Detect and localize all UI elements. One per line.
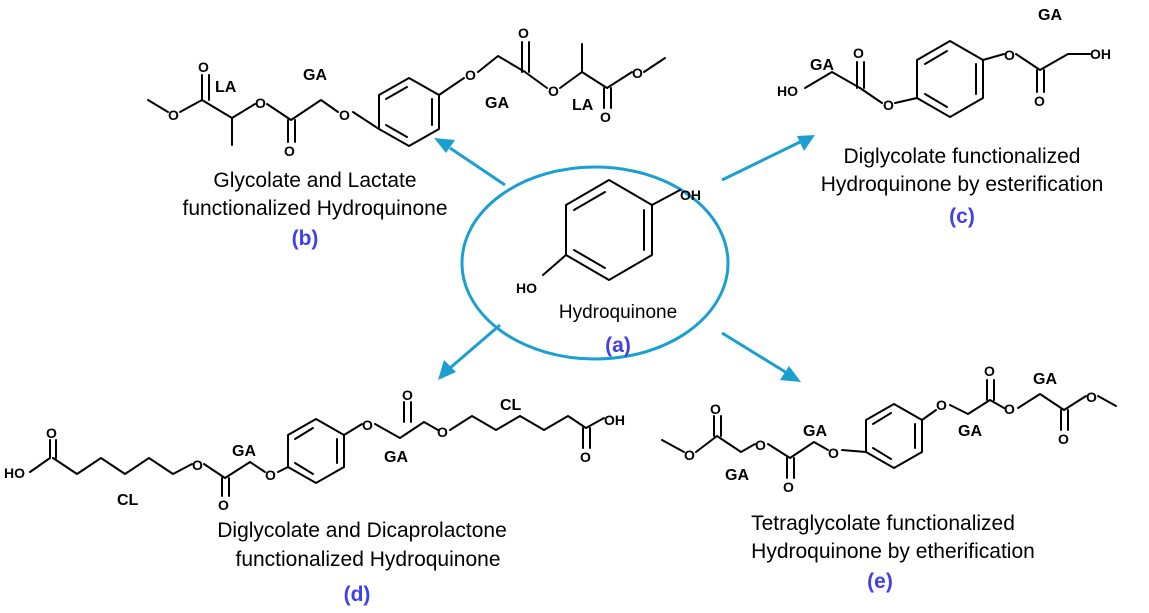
atom-oxygen: O xyxy=(1086,389,1097,405)
atom-oxygen: O xyxy=(580,449,591,465)
hub-name: Hydroquinone xyxy=(559,302,677,323)
atom-oxygen: O xyxy=(755,437,766,453)
hydroxyl-label: OH xyxy=(604,412,625,428)
letter-e: (e) xyxy=(867,570,893,593)
atom-oxygen: O xyxy=(936,397,947,413)
atom-oxygen: O xyxy=(265,467,276,483)
caption-b-line2: functionalized Hydroquinone xyxy=(182,197,447,220)
tag-la: LA xyxy=(215,79,237,96)
atom-oxygen: O xyxy=(465,67,476,83)
tag-ga: GA xyxy=(384,449,408,466)
hydroxyl-label: HO xyxy=(777,83,798,99)
atom-oxygen: O xyxy=(1004,401,1015,417)
atom-oxygen: O xyxy=(828,445,839,461)
atom-oxygen: O xyxy=(783,479,794,495)
atom-oxygen: O xyxy=(198,59,209,75)
atom-oxygen: O xyxy=(168,107,179,123)
caption-d-line2: functionalized Hydroquinone xyxy=(235,548,500,571)
atom-oxygen: O xyxy=(402,387,413,403)
atom-oxygen: O xyxy=(192,457,203,473)
caption-c-line1: Diglycolate functionalized xyxy=(844,145,1081,168)
atom-oxygen: O xyxy=(684,447,695,463)
atom-oxygen: O xyxy=(1058,431,1069,447)
structure-e: O O O O O O O O O O GA GA GA GA Tetragly… xyxy=(661,363,1117,593)
atom-oxygen: O xyxy=(218,497,229,513)
hydroquinone-ring xyxy=(565,179,653,281)
atom-oxygen: O xyxy=(710,401,721,417)
tag-la: LA xyxy=(572,97,594,114)
atom-oxygen: O xyxy=(518,25,529,41)
tag-ga: GA xyxy=(803,423,827,440)
hub-letter: (a) xyxy=(605,334,631,357)
atom-oxygen: O xyxy=(632,65,643,81)
benzene-ring xyxy=(378,77,440,147)
atom-oxygen: O xyxy=(362,417,373,433)
benzene-ring xyxy=(287,418,345,484)
caption-d-line1: Diglycolate and Dicaprolactone xyxy=(217,519,507,542)
tag-ga: GA xyxy=(1033,371,1057,388)
tag-ga: GA xyxy=(1038,7,1062,24)
atom-oxygen: O xyxy=(600,109,611,125)
tag-ga: GA xyxy=(725,467,749,484)
structure-b: O O O O O O O O O O LA GA GA LA Glycolat… xyxy=(147,25,666,250)
arrow-to-e xyxy=(721,331,788,375)
atom-oxygen: O xyxy=(548,83,559,99)
atom-oxygen: O xyxy=(437,424,448,440)
letter-c: (c) xyxy=(949,205,975,228)
atom-oxygen: O xyxy=(339,107,350,123)
benzene-ring xyxy=(865,403,923,469)
hydroxyl-label: HO xyxy=(4,465,25,481)
atom-oxygen: O xyxy=(1004,47,1015,63)
hydroxyl-label: OH xyxy=(1090,46,1111,62)
tag-ga: GA xyxy=(958,423,982,440)
hydroxyl-label: OH xyxy=(680,187,701,203)
letter-b: (b) xyxy=(292,227,319,250)
tag-ga: GA xyxy=(232,443,256,460)
tag-cl: CL xyxy=(117,492,139,509)
arrow-to-c xyxy=(721,140,801,182)
hub-hydroquinone: OH HO Hydroquinone (a) xyxy=(460,165,730,361)
arrow-to-d xyxy=(449,323,501,370)
atom-oxygen: O xyxy=(984,363,995,379)
hub-ellipse xyxy=(460,165,730,361)
atom-oxygen: O xyxy=(255,95,266,111)
atom-oxygen: O xyxy=(46,425,57,441)
atom-oxygen: O xyxy=(883,97,894,113)
caption-c-line2: Hydroquinone by esterification xyxy=(821,173,1104,196)
arrows xyxy=(434,135,815,382)
atom-oxygen: O xyxy=(1034,93,1045,109)
arrow-to-b xyxy=(449,146,506,187)
tag-cl: CL xyxy=(500,397,522,414)
structure-c: HO O O O O OH GA GA Diglycolate function… xyxy=(777,7,1111,228)
atom-oxygen: O xyxy=(853,45,864,61)
structure-d: HO O O O O O O O O OH GA GA CL CL Diglyc… xyxy=(4,387,625,606)
tag-ga: GA xyxy=(303,67,327,84)
caption-b-line1: Glycolate and Lactate xyxy=(213,169,416,192)
atom-oxygen: O xyxy=(284,143,295,159)
tag-ga: GA xyxy=(810,57,834,74)
tag-ga: GA xyxy=(485,95,509,112)
benzene-ring xyxy=(916,40,984,118)
caption-e-line1: Tetraglycolate functionalized xyxy=(751,512,1015,535)
hydroxyl-label: HO xyxy=(516,280,537,296)
letter-d: (d) xyxy=(344,583,371,606)
caption-e-line2: Hydroquinone by etherification xyxy=(751,540,1035,563)
